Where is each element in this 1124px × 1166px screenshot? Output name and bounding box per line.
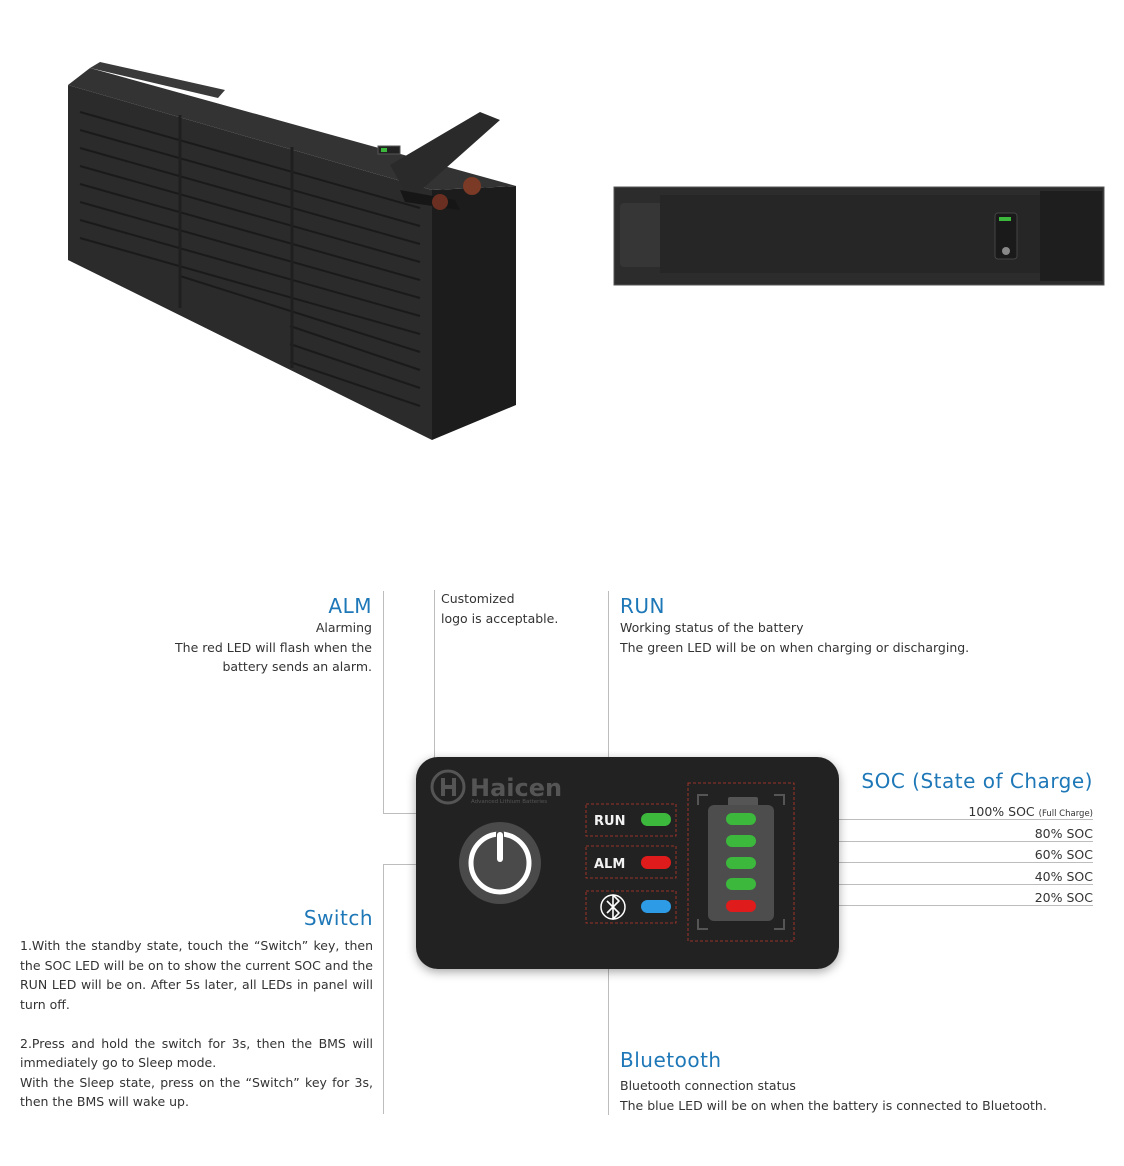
alm-text-line2: battery sends an alarm. [222, 659, 372, 674]
logo-leader-vertical [434, 590, 435, 765]
alm-led [641, 856, 671, 869]
soc-title: SOC (State of Charge) [861, 769, 1093, 793]
soc-led-20 [726, 900, 756, 912]
soc-led-100 [726, 813, 756, 825]
switch-paragraph-1: 1.With the standby state, touch the “Swi… [20, 938, 373, 1012]
soc-level-60: 60% SOC [1035, 847, 1093, 863]
soc-leader-100 [760, 819, 1093, 820]
soc-level-label: 40% SOC [1034, 869, 1093, 884]
soc-level-label: 80% SOC [1034, 826, 1093, 841]
logo-note-line1: Customized [441, 591, 515, 606]
alm-title: ALM [328, 594, 372, 618]
haicen-logo: Haicen Advanced Lithium Batteries [430, 769, 562, 805]
soc-level-80: 80% SOC [1035, 826, 1093, 842]
bluetooth-subtitle: Bluetooth connection status [620, 1078, 796, 1093]
alm-text-line1: The red LED will flash when the [175, 639, 372, 655]
run-text-line1: The green LED will be on when charging o… [620, 639, 970, 655]
switch-description: Switch 1.With the standby state, touch t… [20, 906, 373, 1112]
switch-paragraph-2: 2.Press and hold the switch for 3s, then… [20, 1035, 373, 1071]
logo-note-line2: logo is acceptable. [441, 610, 559, 626]
run-subtitle: Working status of the battery [620, 620, 804, 635]
soc-level-note: (Full Charge) [1038, 809, 1093, 819]
bluetooth-description: Bluetooth Bluetooth connection status Th… [620, 1048, 1047, 1115]
bluetooth-led [641, 900, 671, 913]
soc-led-80 [726, 835, 756, 847]
soc-led-60 [726, 857, 756, 869]
run-title: RUN [620, 594, 665, 618]
soc-battery-gauge [708, 797, 774, 921]
run-description: RUN Working status of the battery The gr… [620, 594, 969, 657]
bluetooth-text-line1: The blue LED will be on when the battery… [620, 1097, 1047, 1113]
power-switch-button[interactable] [459, 822, 541, 904]
battery-top-view-photo [613, 186, 1105, 286]
brand-name: Haicen [470, 774, 562, 802]
alm-subtitle: Alarming [315, 620, 372, 635]
alm-leader-vertical [383, 591, 384, 813]
soc-leader-60 [760, 862, 1093, 863]
battery-3d-photo [68, 62, 516, 440]
soc-leader-40 [760, 884, 1093, 885]
soc-level-20: 20% SOC [1035, 890, 1093, 906]
run-led [641, 813, 671, 826]
alm-label: ALM [594, 857, 625, 872]
bluetooth-title: Bluetooth [620, 1048, 722, 1072]
soc-level-100: 100% SOC (Full Charge) [968, 804, 1093, 822]
brand-tagline: Advanced Lithium Batteries [471, 799, 547, 805]
soc-description: SOC (State of Charge) [861, 769, 1093, 793]
switch-leader-vertical [383, 864, 384, 1114]
alm-description: ALM Alarming The red LED will flash when… [175, 594, 372, 677]
soc-leader-80 [760, 841, 1093, 842]
soc-level-40: 40% SOC [1035, 869, 1093, 885]
soc-led-40 [726, 878, 756, 890]
soc-level-label: 100% SOC [968, 804, 1035, 819]
run-label: RUN [594, 814, 625, 829]
bluetooth-icon [600, 894, 626, 920]
soc-leader-20 [760, 905, 1093, 906]
switch-title: Switch [303, 906, 373, 930]
logo-note: Customized logo is acceptable. [441, 589, 558, 628]
switch-paragraph-3: With the Sleep state, press on the “Swit… [20, 1074, 373, 1110]
indicator-panel-graphics: Haicen Advanced Lithium Batteries RUN AL… [430, 769, 795, 942]
soc-level-label: 60% SOC [1034, 847, 1093, 862]
soc-level-label: 20% SOC [1034, 890, 1093, 905]
